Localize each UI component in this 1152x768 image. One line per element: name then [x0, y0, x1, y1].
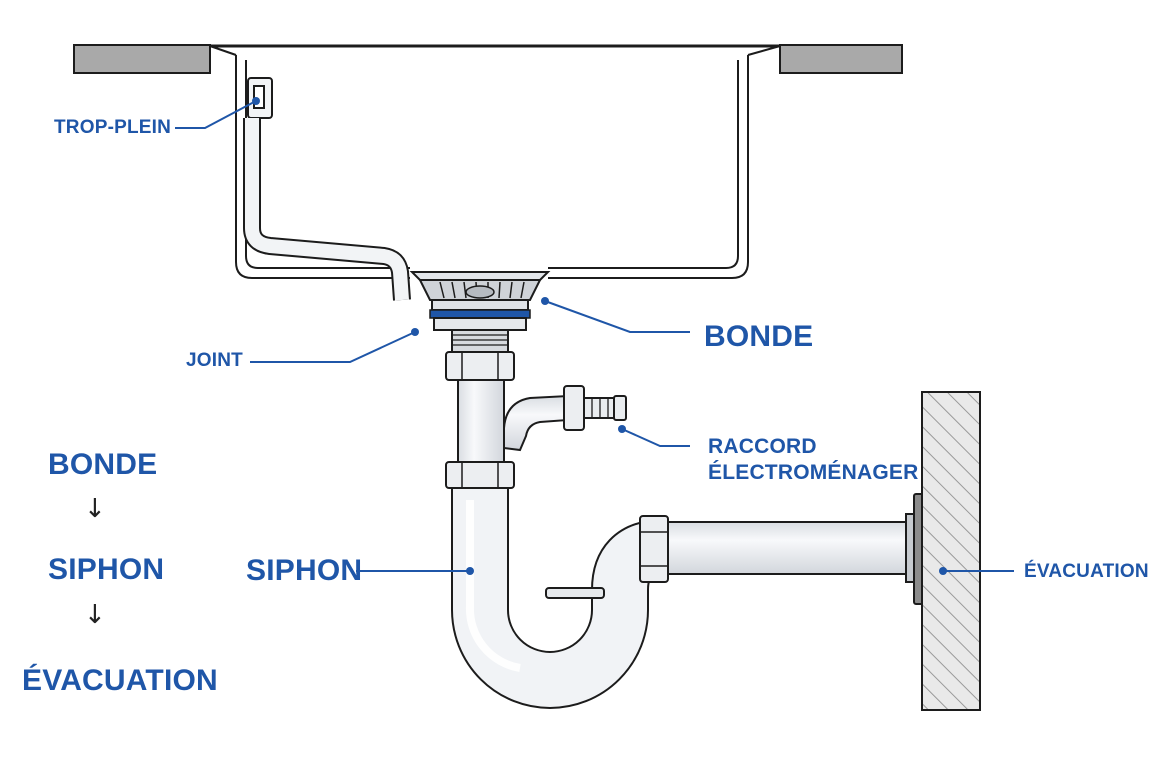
flow-step-evacuation: ÉVACUATION: [22, 664, 218, 697]
label-siphon: SIPHON: [246, 554, 363, 587]
label-raccord: RACCORD ÉLECTROMÉNAGER: [708, 434, 918, 486]
label-bonde: BONDE: [704, 320, 814, 353]
siphon-trap: [445, 379, 931, 709]
label-joint: JOINT: [186, 350, 243, 371]
countertop-right: [779, 44, 903, 74]
drain-strainer: [409, 271, 551, 381]
flow-step-bonde: BONDE: [48, 448, 158, 481]
sink-basin: [209, 44, 781, 279]
leader-lines: [175, 100, 1014, 572]
label-raccord-line1: RACCORD: [708, 435, 817, 458]
overflow-pipe: [243, 77, 411, 301]
countertop-left: [73, 44, 211, 74]
flow-arrow-down-icon: ↓: [84, 494, 106, 524]
wall: [921, 391, 981, 711]
leader-dots: [252, 97, 947, 575]
flow-step-siphon: SIPHON: [48, 553, 165, 586]
label-trop-plein: TROP-PLEIN: [54, 117, 172, 138]
label-evacuation: ÉVACUATION: [1024, 561, 1149, 582]
flow-arrow-down-icon: ↓: [84, 600, 106, 630]
seal-ring: [429, 309, 531, 319]
label-raccord-line2: ÉLECTROMÉNAGER: [708, 461, 919, 484]
